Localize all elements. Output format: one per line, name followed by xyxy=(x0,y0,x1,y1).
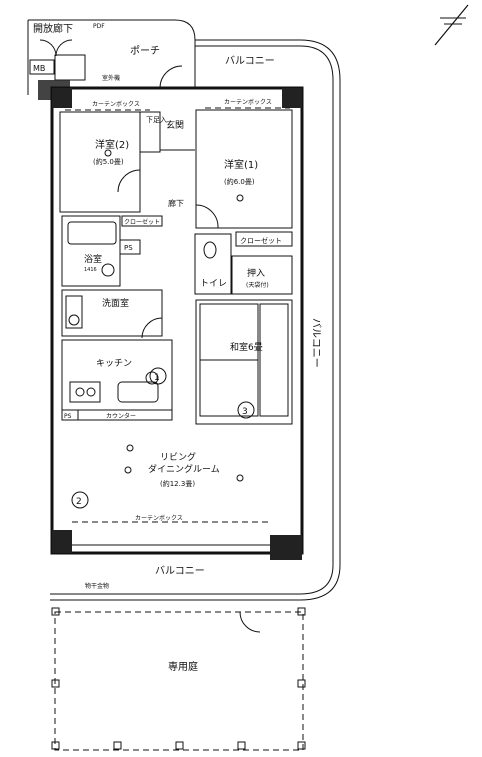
curtain-box-top-left: カーテンボックス xyxy=(92,100,140,108)
light-fixture-icon xyxy=(124,466,132,474)
open-corridor-label: 開放廊下 xyxy=(33,22,73,35)
circle-2-label: 2 xyxy=(76,497,82,507)
living-dining-room: リビング ダイニングルーム (約12.3畳) 2 1 xyxy=(71,367,244,509)
exterior-walls xyxy=(50,86,304,560)
oshiire: 押入 (天袋付) xyxy=(231,255,293,295)
japanese-room-label: 和室6畳 xyxy=(230,341,263,353)
western-room-1-size: (約6.0畳) xyxy=(224,177,255,186)
oshiire-label: 押入 xyxy=(247,267,265,279)
japanese-room: 和室6畳 3 xyxy=(195,299,293,425)
western-room-2-label: 洋室(2) xyxy=(95,138,129,151)
light-fixture-icon xyxy=(236,194,244,202)
washroom: 洗面室 xyxy=(61,289,163,339)
living-size-label: (約12.3畳) xyxy=(160,479,195,488)
circle-3-label: 3 xyxy=(242,407,248,417)
western-room-2-size: (約5.0畳) xyxy=(93,157,124,166)
curtain-box-top-right: カーテンボックス xyxy=(224,98,272,106)
circle-1-label: 1 xyxy=(154,373,160,383)
dining-label: ダイニングルーム xyxy=(148,463,220,475)
private-garden: 専用庭 xyxy=(51,607,306,751)
pdf-label: PDF xyxy=(93,23,105,30)
closet-right-label: クローゼット xyxy=(240,236,282,245)
entrance-area: 下足入 玄関 xyxy=(139,111,195,153)
balcony-top-label: バルコニー xyxy=(225,55,275,67)
oshiire-note: (天袋付) xyxy=(246,281,269,289)
toilet: トイレ xyxy=(194,233,232,295)
balcony-outline: バルコニー バルコニー バルコニー 物干金物 xyxy=(50,39,341,601)
closets: クローゼット クローゼット xyxy=(121,215,293,247)
living-label: リビング xyxy=(160,451,196,463)
kitchen-label: キッチン xyxy=(96,358,132,369)
balcony-right-label: バルコニー xyxy=(310,318,322,368)
mb-label: MB xyxy=(33,64,45,73)
bathroom-label: 浴室 xyxy=(84,253,102,265)
washroom-label: 洗面室 xyxy=(102,297,129,309)
curtain-boxes: カーテンボックス カーテンボックス カーテンボックス xyxy=(65,98,290,523)
counter-label: カウンター xyxy=(106,412,136,420)
shoe-box-label: 下足入 xyxy=(146,116,167,124)
curtain-box-bottom: カーテンボックス xyxy=(135,514,183,522)
porch-area: ポーチ 室外機 xyxy=(95,19,196,89)
balcony-note-label: 物干金物 xyxy=(85,582,109,590)
hallway-label: 廊下 xyxy=(168,198,184,208)
western-room-1-label: 洋室(1) xyxy=(224,158,258,171)
counter: PS カウンター xyxy=(61,409,173,421)
balcony-bottom-label: バルコニー xyxy=(155,565,205,577)
toilet-label: トイレ xyxy=(200,279,227,289)
bathroom: 浴室 1416 PS xyxy=(61,215,141,287)
private-garden-label: 専用庭 xyxy=(168,660,198,673)
bath-size-label: 1416 xyxy=(84,267,97,273)
ps-bottom-label: PS xyxy=(64,413,72,420)
light-fixture-icon xyxy=(104,149,112,157)
north-arrow-icon xyxy=(434,4,469,46)
entrance-label: 玄関 xyxy=(166,119,184,131)
porch-label: ポーチ xyxy=(130,45,160,57)
closet-left-label: クローゼット xyxy=(124,218,160,226)
western-room-2: 洋室(2) (約5.0畳) xyxy=(59,111,141,213)
light-fixture-icon xyxy=(236,474,244,482)
western-room-1: 洋室(1) (約6.0畳) xyxy=(195,109,293,229)
ac-label: 室外機 xyxy=(102,74,120,82)
ps-top-label: PS xyxy=(124,244,133,252)
